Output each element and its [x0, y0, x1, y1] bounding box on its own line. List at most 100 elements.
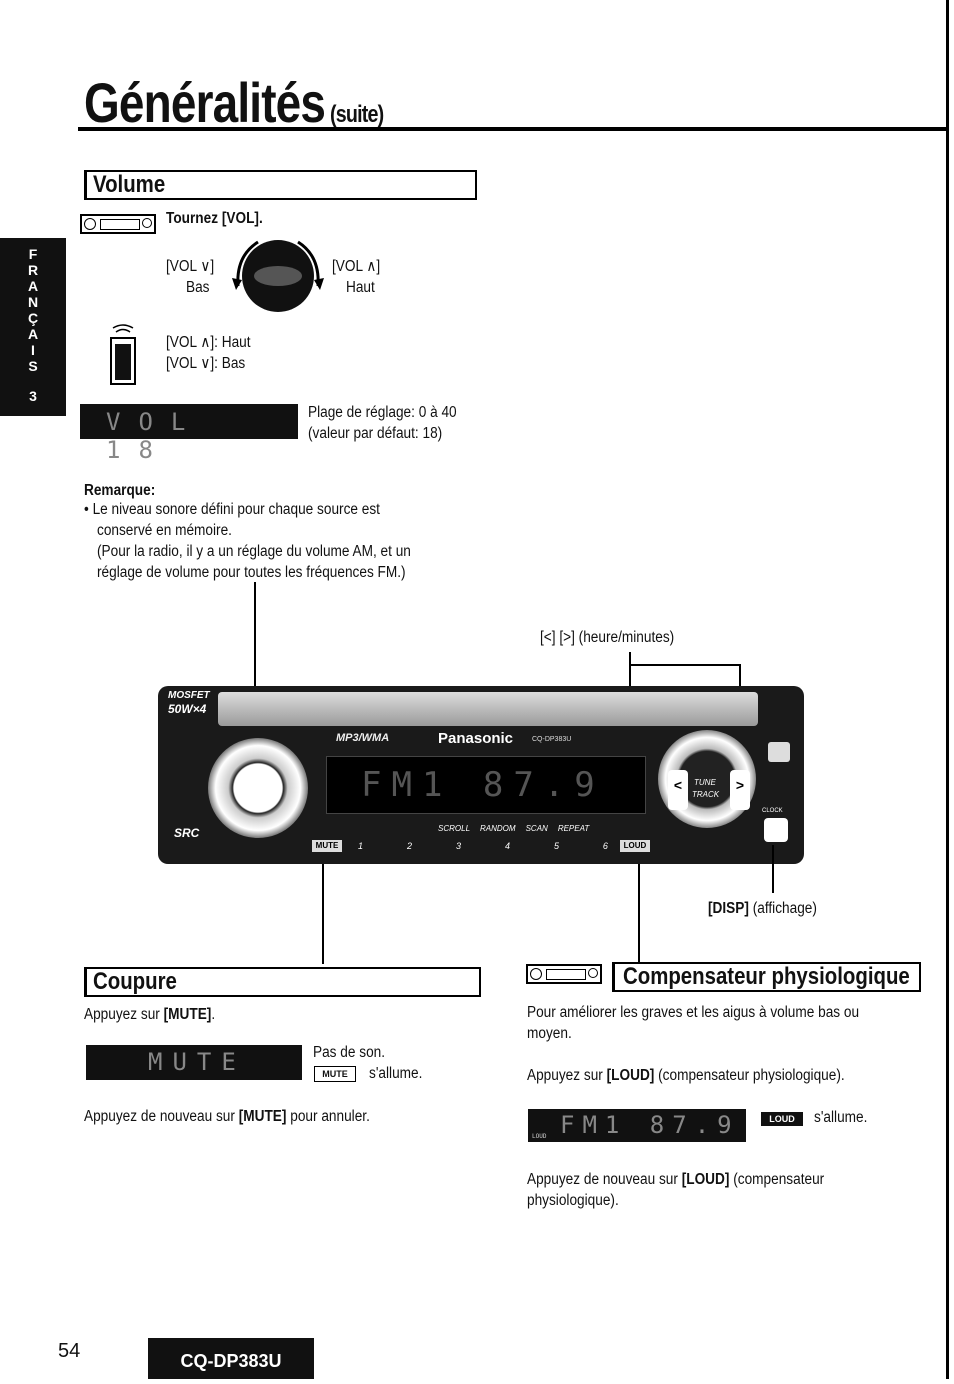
vol-down-key: [VOL ∨] [166, 258, 215, 275]
volume-instruction: Tournez [VOL]. [166, 210, 263, 227]
loud-button[interactable]: LOUD [620, 840, 650, 852]
mode-label-scroll: SCROLL [438, 824, 471, 833]
page-border-right [946, 0, 949, 1379]
tab-letter: Ç [27, 310, 39, 326]
tab-number: 3 [29, 388, 37, 404]
header-rule [78, 127, 948, 131]
loud-lights-text: s'allume. [814, 1109, 868, 1126]
preset-button-2[interactable]: 2 [406, 841, 412, 851]
model-label-small: CQ-DP383U [532, 736, 572, 743]
volume-lcd-text: VOL 18 [106, 408, 204, 464]
mute-lcd-text: MUTE [148, 1048, 246, 1076]
remark-line: réglage de volume pour toutes les fréque… [97, 564, 406, 581]
tab-letter: F [28, 246, 38, 262]
mode-label-scan: SCAN [525, 824, 548, 833]
volume-section-header: Volume [84, 170, 477, 200]
model-footer-label: CQ-DP383U [148, 1338, 314, 1379]
preset-button-3[interactable]: 3 [455, 841, 461, 851]
mute-lcd-display: MUTE [86, 1045, 302, 1080]
tune-label: TUNE [694, 778, 716, 787]
loud-lcd-text: FM1 87.9 [560, 1111, 740, 1139]
tab-letter: N [27, 294, 39, 310]
no-sound-text: Pas de son. [313, 1044, 386, 1061]
preset-button-6[interactable]: 6 [602, 841, 608, 851]
remote-vol-up: [VOL ∧]: Haut [166, 334, 251, 351]
preset-button-5[interactable]: 5 [553, 841, 559, 851]
vol-up-key: [VOL ∧] [332, 258, 381, 275]
page-title: Généralités(suite) [84, 70, 384, 135]
coupure-cancel-post: pour annuler. [286, 1108, 370, 1125]
main-unit-icon [80, 214, 156, 234]
loud-indicator-badge: LOUD [761, 1112, 803, 1126]
car-stereo-faceplate: MOSFET 50W×4 MP3/WMA Panasonic CQ-DP383U… [158, 686, 804, 864]
volume-knob[interactable] [208, 738, 308, 838]
loud-again-pre: Appuyez de nouveau sur [527, 1171, 682, 1188]
page-number: 54 [58, 1340, 81, 1362]
remark-line: • Le niveau sonore défini pour chaque so… [84, 501, 380, 518]
loud-again-line2: physiologique). [527, 1192, 619, 1209]
right-arrow-button[interactable]: > [730, 770, 750, 810]
tab-letter: A [27, 278, 39, 294]
faceplate-lcd: FM1 87.9 [326, 756, 646, 814]
loud-callout-line [638, 864, 640, 964]
remark-line: (Pour la radio, il y a un réglage du vol… [97, 543, 411, 560]
src-button[interactable]: SRC [174, 826, 200, 840]
loud-again-key: [LOUD] [681, 1171, 730, 1188]
volume-default: (valeur par défaut: 18) [308, 425, 443, 442]
disp-key-label: [DISP] [708, 900, 749, 917]
preset-button-1[interactable]: 1 [358, 841, 364, 851]
loudness-desc: moyen. [527, 1025, 572, 1042]
tab-letter: I [31, 342, 35, 358]
remote-control-icon [110, 324, 136, 385]
disp-button[interactable] [764, 818, 788, 842]
language-tab: F R A N Ç A I S 3 [0, 238, 66, 416]
loud-lcd-display: FM1 87.9 LOUD [528, 1109, 746, 1142]
remark-title: Remarque: [84, 482, 156, 499]
volume-title: Volume [93, 171, 166, 198]
tab-letter: S [28, 358, 38, 374]
power-rating-label: 50W×4 [168, 702, 207, 716]
volume-callout-line [254, 582, 256, 768]
coupure-instruction-post: . [211, 1006, 216, 1023]
mute-indicator-badge: MUTE [314, 1066, 356, 1082]
preset-button-4[interactable]: 4 [504, 841, 510, 851]
coupure-instruction-pre: Appuyez sur [84, 1006, 164, 1023]
loud-instr-key: [LOUD] [606, 1067, 655, 1084]
format-label: MP3/WMA [336, 732, 390, 744]
title-text: Généralités [84, 71, 326, 134]
coupure-instruction-key: [MUTE] [163, 1006, 212, 1023]
vol-up-label: Haut [346, 279, 375, 296]
clock-callout-horizontal [629, 664, 739, 666]
vol-down-label: Bas [186, 279, 210, 296]
remark-line: conservé en mémoire. [97, 522, 232, 539]
clock-label: CLOCK [762, 808, 783, 814]
title-suffix: (suite) [330, 101, 384, 128]
loud-again-post: (compensateur [729, 1171, 825, 1188]
coupure-section-header: Coupure [84, 967, 481, 997]
mute-lights-text: s'allume. [369, 1065, 423, 1082]
volume-range: Plage de réglage: 0 à 40 [308, 404, 457, 421]
coupure-cancel-key: [MUTE] [238, 1108, 287, 1125]
preset-buttons: 1 2 3 4 5 6 [358, 841, 608, 851]
brand-logo: Panasonic [438, 730, 514, 747]
volume-knob-icon [232, 240, 324, 312]
loud-lcd-indicator: LOUD [532, 1133, 547, 1140]
mute-callout-line [322, 864, 324, 964]
eject-button[interactable] [768, 742, 790, 762]
mute-button[interactable]: MUTE [312, 840, 342, 852]
loudness-desc: Pour améliorer les graves et les aigus à… [527, 1004, 860, 1021]
coupure-title: Coupure [93, 968, 177, 995]
clock-keys-label: [<] [>] (heure/minutes) [540, 629, 675, 646]
coupure-cancel-pre: Appuyez de nouveau sur [84, 1108, 239, 1125]
mosfet-label: MOSFET [168, 690, 210, 701]
loudness-section-header: Compensateur physiologique [612, 962, 921, 992]
faceplate-lcd-text: FM1 87.9 [361, 765, 605, 805]
loud-instr-pre: Appuyez sur [527, 1067, 607, 1084]
tab-letter: R [27, 262, 39, 278]
mode-label-repeat: REPEAT [557, 824, 590, 833]
loudness-title: Compensateur physiologique [623, 963, 910, 990]
mode-labels: SCROLL RANDOM SCAN REPEAT [438, 824, 618, 833]
track-label: TRACK [692, 790, 720, 799]
left-arrow-button[interactable]: < [668, 770, 688, 810]
volume-lcd-display: VOL 18 [80, 404, 298, 464]
